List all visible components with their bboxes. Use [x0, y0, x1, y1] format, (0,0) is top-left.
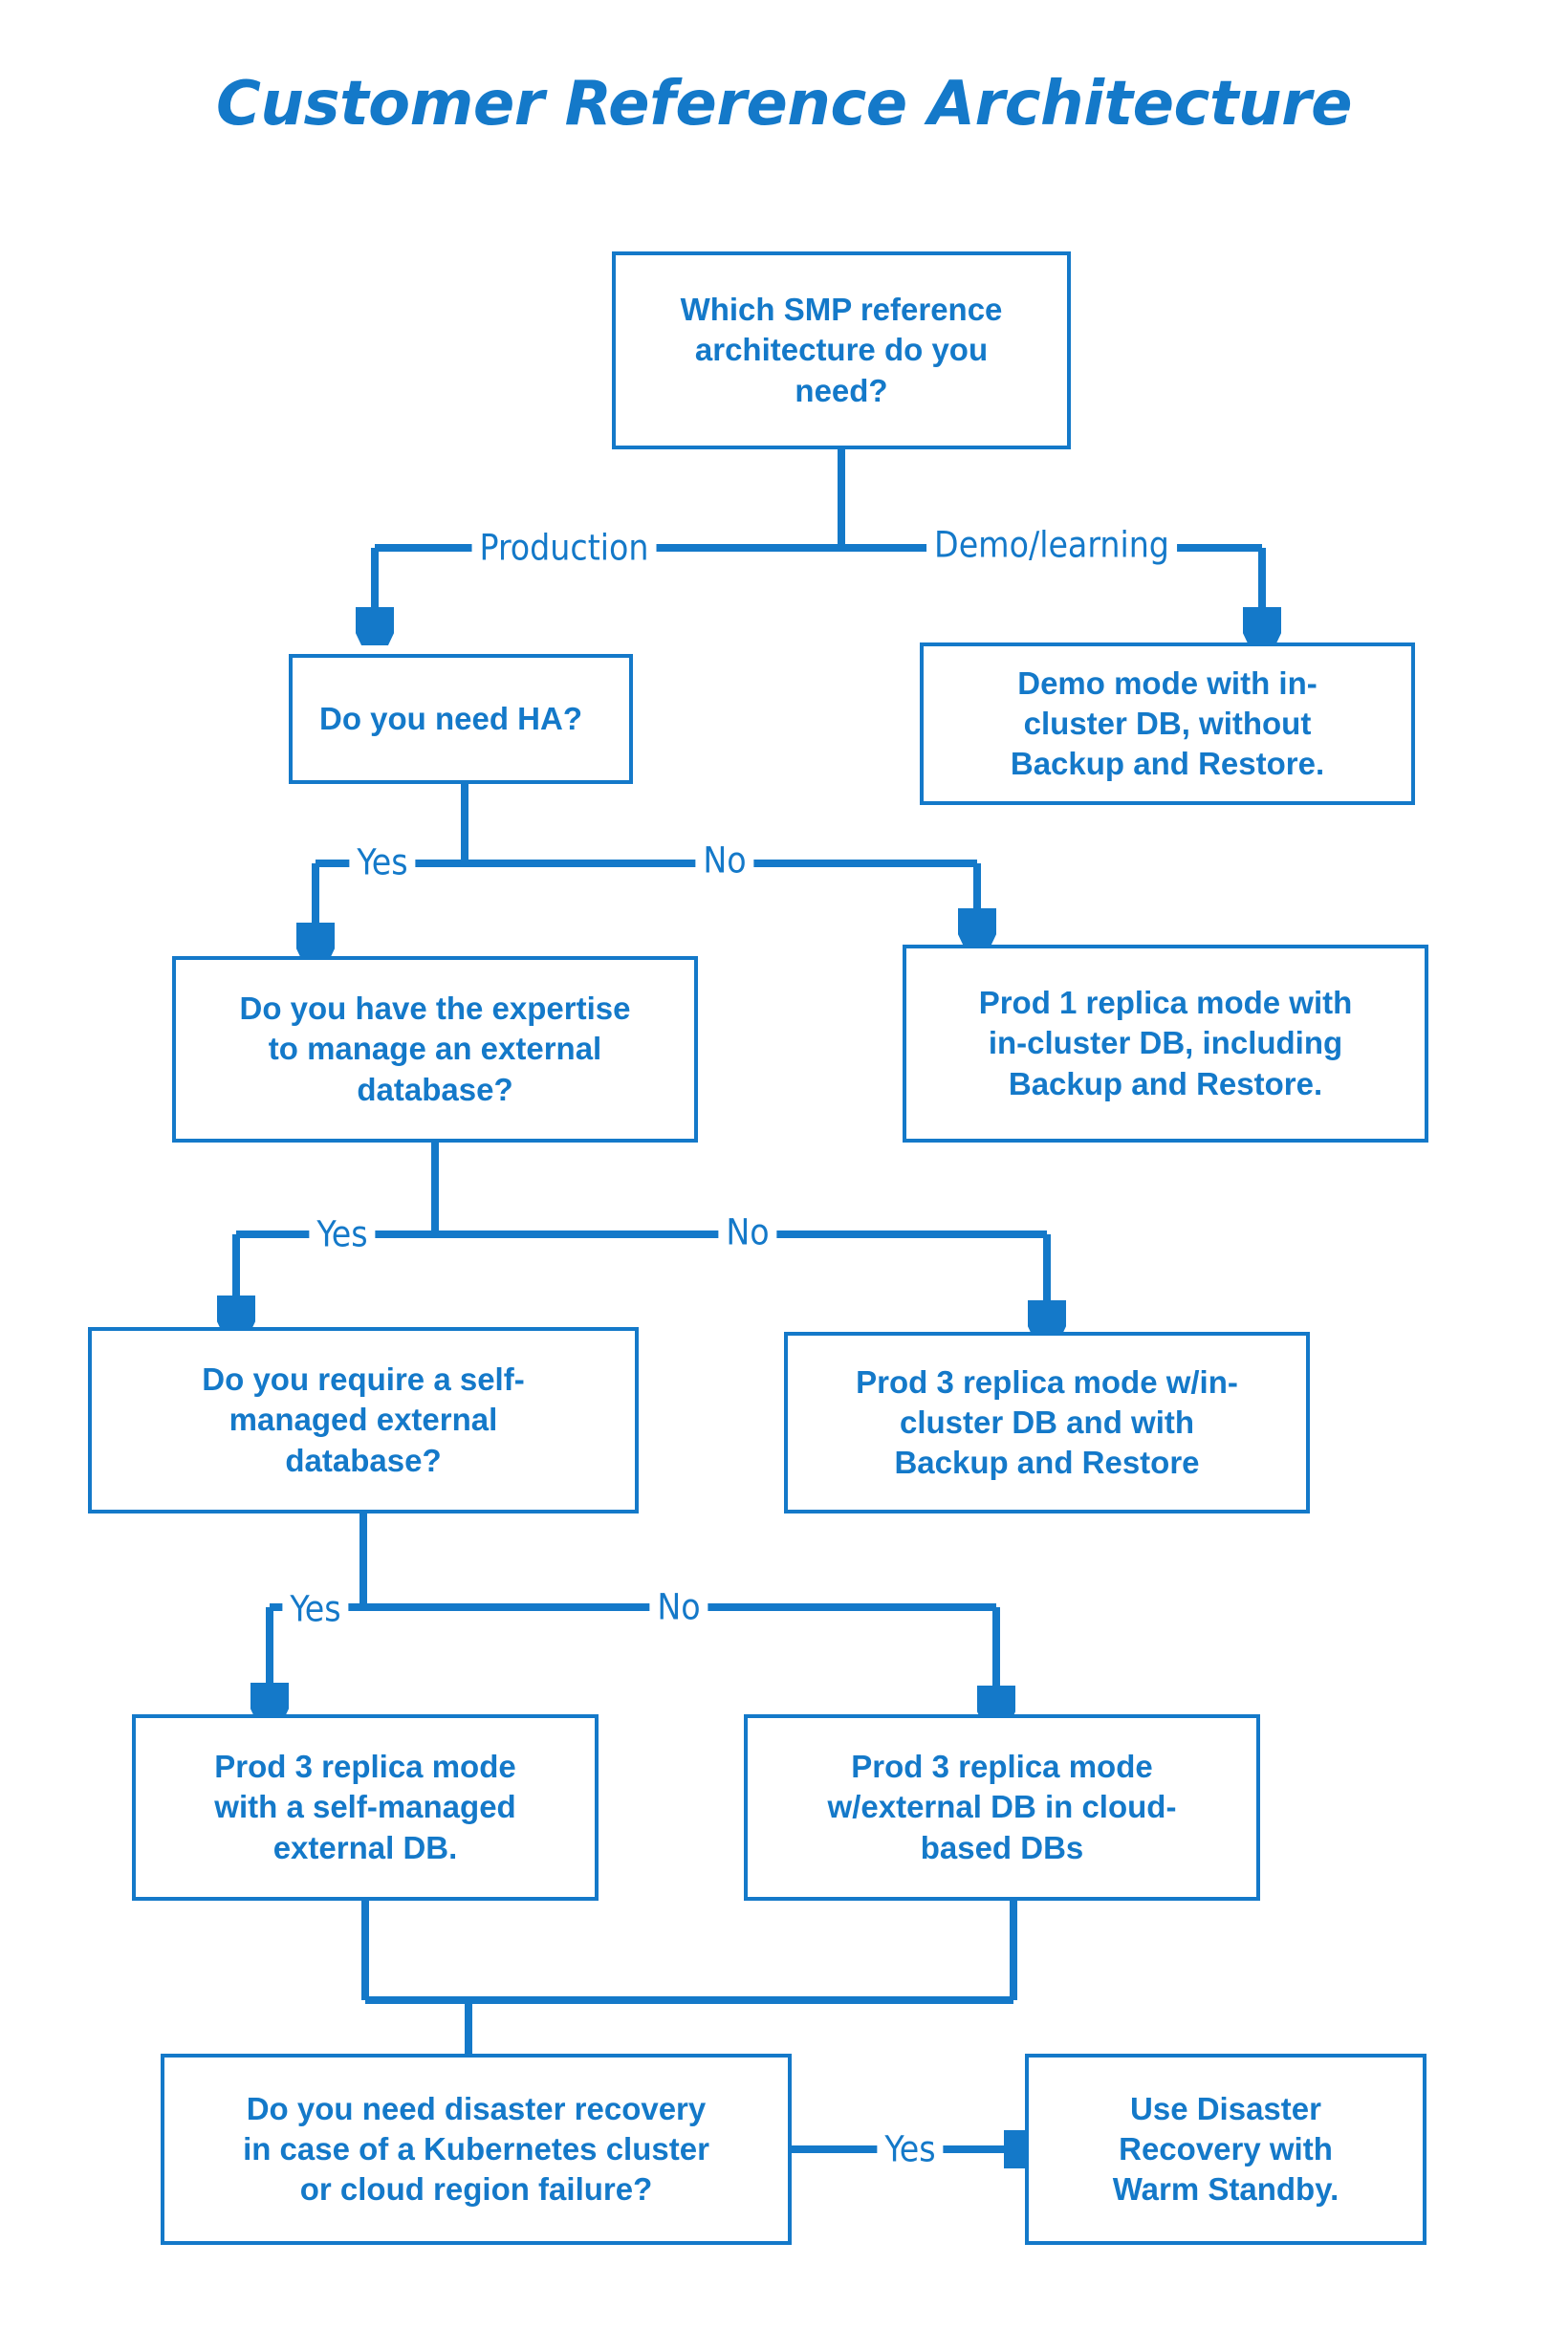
edge-label-ha-no: No — [695, 842, 754, 879]
page-title: Customer Reference Architecture — [215, 69, 1353, 140]
node-disaster-recovery-question[interactable]: Do you need disaster recovery in case of… — [161, 2054, 792, 2245]
node-start[interactable]: Which SMP reference architecture do you … — [612, 251, 1071, 449]
node-prod3-incluster-label: Prod 3 replica mode w/in- cluster DB and… — [856, 1363, 1238, 1481]
edge-label-expertise-yes: Yes — [309, 1216, 376, 1252]
node-prod1-replica[interactable]: Prod 1 replica mode with in-cluster DB, … — [903, 945, 1428, 1143]
node-expertise-label: Do you have the expertise to manage an e… — [239, 991, 631, 1107]
node-start-label: Which SMP reference architecture do you … — [680, 292, 1003, 408]
node-prod1-replica-label: Prod 1 replica mode with in-cluster DB, … — [978, 985, 1353, 1101]
edge-label-demo-learning: Demo/learning — [926, 527, 1177, 563]
node-need-ha[interactable]: Do you need HA? — [289, 654, 633, 784]
node-self-managed-question[interactable]: Do you require a self- managed external … — [88, 1327, 639, 1513]
edge-label-ha-yes: Yes — [349, 844, 416, 881]
edge-label-production: Production — [471, 530, 657, 566]
node-expertise[interactable]: Do you have the expertise to manage an e… — [172, 956, 698, 1143]
node-demo-mode[interactable]: Demo mode with in- cluster DB, without B… — [920, 642, 1415, 805]
node-prod3-incluster[interactable]: Prod 3 replica mode w/in- cluster DB and… — [784, 1332, 1310, 1513]
node-warm-standby-label: Use Disaster Recovery with Warm Standby. — [1112, 2090, 1339, 2208]
edge-label-dr-yes: Yes — [877, 2131, 944, 2167]
node-prod3-cloud[interactable]: Prod 3 replica mode w/external DB in clo… — [744, 1714, 1260, 1901]
edge-label-selfmanaged-yes: Yes — [282, 1591, 349, 1627]
node-need-ha-label: Do you need HA? — [319, 700, 583, 736]
node-demo-mode-label: Demo mode with in- cluster DB, without B… — [1010, 664, 1325, 782]
edge-label-expertise-no: No — [718, 1214, 777, 1251]
node-self-managed-question-label: Do you require a self- managed external … — [202, 1361, 525, 1478]
node-prod3-self-managed[interactable]: Prod 3 replica mode with a self-managed … — [132, 1714, 599, 1901]
edge-label-selfmanaged-no: No — [649, 1589, 708, 1625]
node-disaster-recovery-question-label: Do you need disaster recovery in case of… — [243, 2090, 709, 2208]
node-warm-standby[interactable]: Use Disaster Recovery with Warm Standby. — [1025, 2054, 1426, 2245]
node-prod3-cloud-label: Prod 3 replica mode w/external DB in clo… — [827, 1749, 1177, 1865]
node-prod3-self-managed-label: Prod 3 replica mode with a self-managed … — [214, 1749, 516, 1865]
